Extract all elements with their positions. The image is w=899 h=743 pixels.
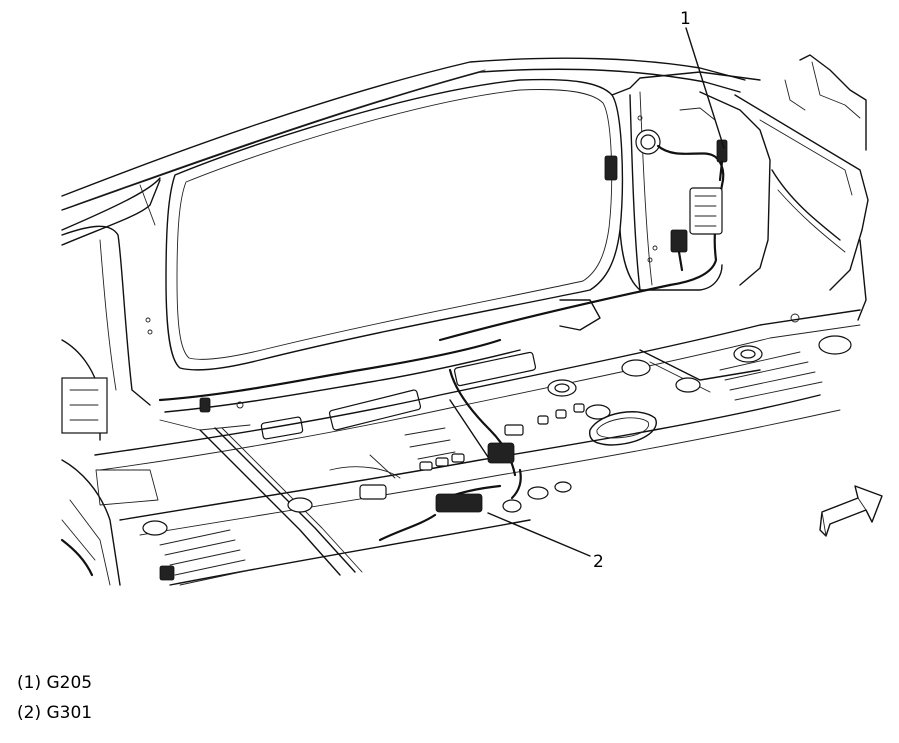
rear-window-opening: [165, 78, 624, 371]
callout-number-2: 2: [593, 552, 604, 572]
lower-ground-harness: [378, 368, 522, 542]
sill-harness: [158, 299, 601, 440]
legend: (1) G205 (2) G301: [17, 668, 92, 728]
right-side-panel: [611, 54, 869, 323]
legend-item-g205: (1) G205: [17, 673, 93, 693]
vehicle-rear-compartment-diagram: 1 2: [60, 9, 883, 586]
left-quarter-trim: [61, 225, 153, 441]
legend-item-g301: (2) G301: [17, 703, 93, 723]
wiring-harness-upper: [438, 107, 728, 342]
floor-pan: [60, 309, 861, 586]
callout-2: 2: [487, 512, 604, 572]
rear-window-frame: [61, 57, 746, 246]
callout-1: 1: [680, 9, 725, 149]
front-direction-arrow-icon: [819, 485, 883, 537]
callout-number-1: 1: [680, 9, 691, 29]
